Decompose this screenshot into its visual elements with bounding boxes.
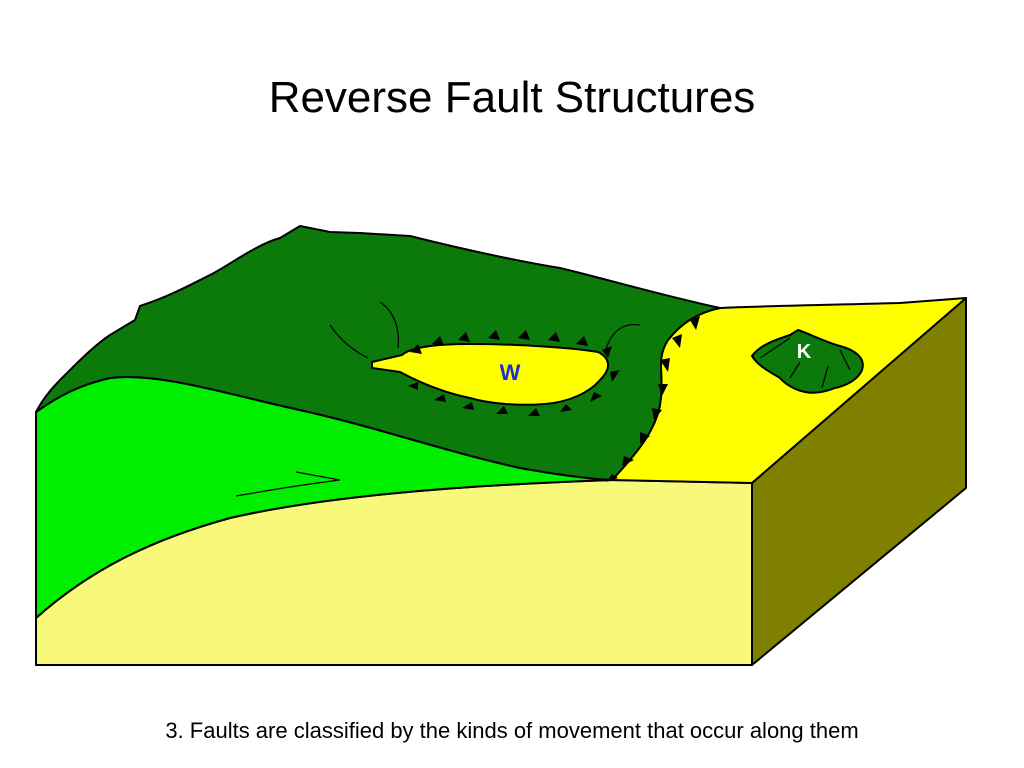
klippe-detail (821, 365, 829, 389)
fold-line (235, 471, 341, 497)
slide-caption: 3. Faults are classified by the kinds of… (165, 718, 859, 743)
klippe-detail (839, 349, 851, 371)
thrust-sheet (35, 225, 721, 481)
window-exposure (371, 343, 609, 406)
window-label: W (500, 360, 521, 385)
contour-line (329, 324, 369, 359)
klippe-detail (759, 337, 791, 359)
klippe (751, 329, 864, 394)
contour-line (604, 324, 641, 353)
thrust-fault-teeth (606, 316, 700, 482)
klippe-detail (789, 361, 801, 379)
slide-title: Reverse Fault Structures (268, 73, 756, 122)
klippe-label: K (797, 341, 812, 363)
window-thrust-teeth (408, 330, 620, 416)
contour-line (379, 301, 400, 349)
